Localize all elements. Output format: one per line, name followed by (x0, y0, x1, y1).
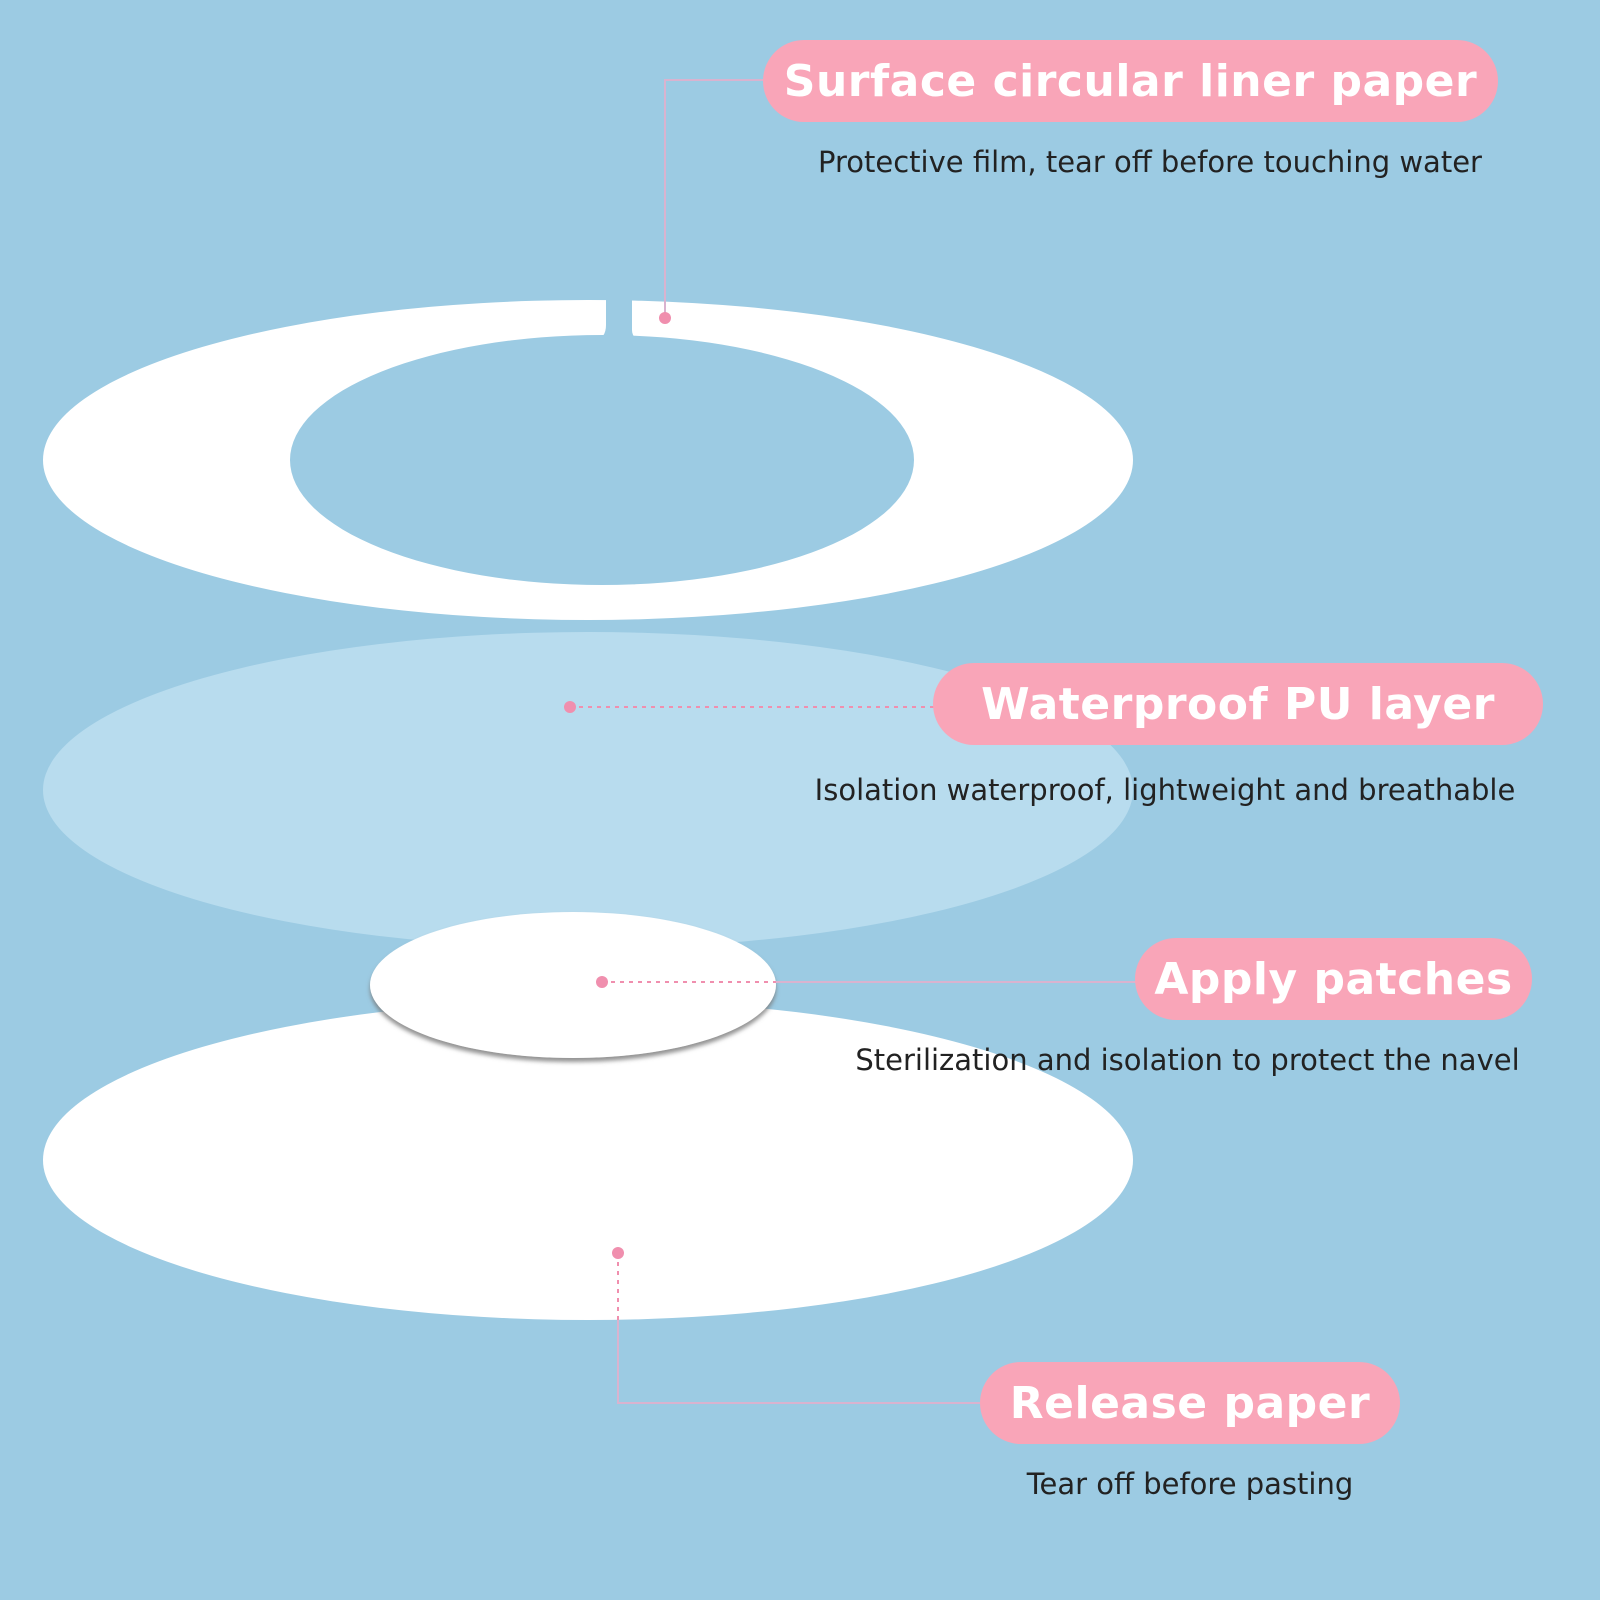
label-pu-layer: Waterproof PU layer (933, 663, 1543, 745)
leader-line-patch (596, 976, 1137, 988)
apply-patch-shape (370, 912, 776, 1058)
label-surface-liner: Surface circular liner paper (763, 40, 1498, 122)
leader-line-liner (659, 79, 765, 324)
surface-liner-ring-shape (43, 300, 1133, 620)
release-paper-shape (43, 1000, 1133, 1320)
leader-line-release (612, 1247, 982, 1404)
liner-slit (595, 295, 645, 341)
leader-line-pu (564, 701, 935, 713)
desc-apply-patches: Sterilization and isolation to protect t… (855, 1043, 1520, 1077)
desc-release-paper: Tear off before pasting (1026, 1467, 1354, 1501)
label-release-paper: Release paper (980, 1362, 1400, 1444)
waterproof-pu-layer-shape (43, 632, 1133, 948)
label-apply-patches: Apply patches (1135, 938, 1532, 1020)
desc-pu-layer: Isolation waterproof, lightweight and br… (814, 773, 1516, 807)
desc-surface-liner: Protective film, tear off before touchin… (818, 145, 1482, 179)
